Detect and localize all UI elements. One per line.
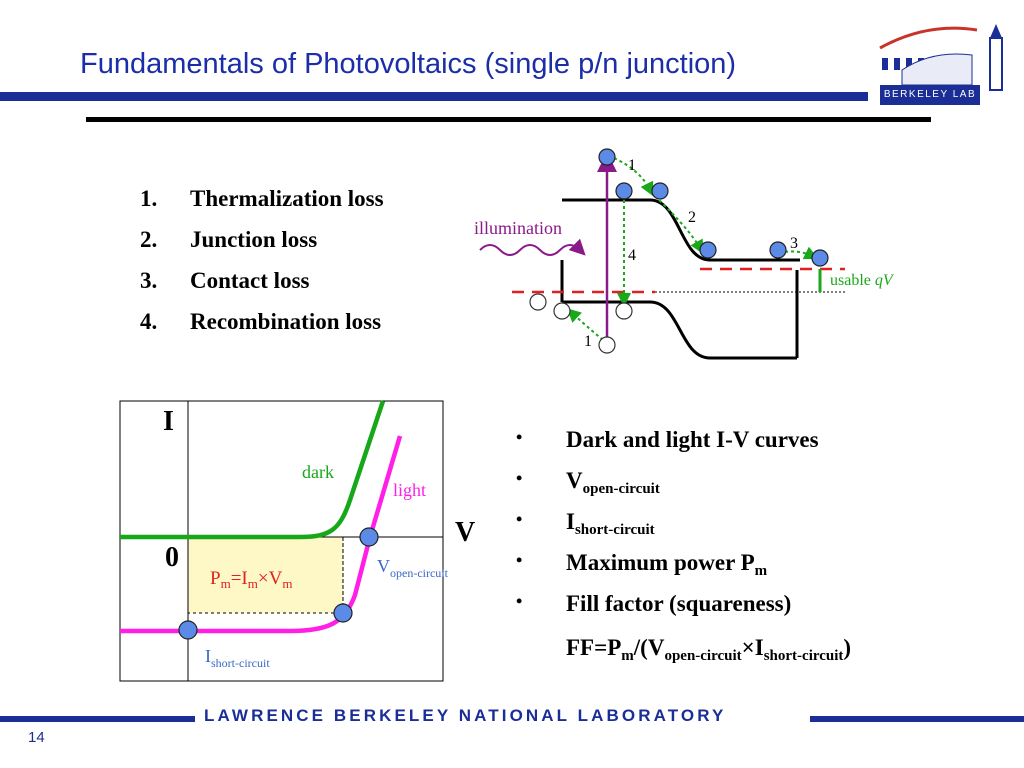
campanile-icon (989, 24, 1003, 91)
contact-path (784, 246, 819, 260)
hole-circle (598, 336, 616, 354)
light-label: light (393, 480, 426, 500)
hole-path (566, 308, 604, 341)
footer-line-right (810, 716, 1024, 722)
marker-1-top: 1 (628, 157, 636, 174)
dark-label: dark (302, 462, 334, 482)
logo-arches (882, 53, 973, 86)
conduction-band (562, 198, 800, 262)
junction-path (654, 195, 704, 255)
list-number: 4. (140, 309, 158, 334)
list-item: 3. Contact loss (140, 260, 384, 301)
max-power-label: Pm=Im×Vm (210, 568, 292, 591)
usable-qv-label: usable qV (830, 272, 895, 289)
list-item: 2. Junction loss (140, 219, 384, 260)
max-power-point (333, 603, 353, 623)
hole-circle (529, 293, 547, 311)
hole-circle (553, 302, 571, 320)
electron-circle (598, 148, 616, 166)
page-number: 14 (28, 729, 45, 746)
bullet-text: Vopen-circuit (566, 468, 660, 497)
illumination-arrow (479, 238, 586, 256)
list-label: Contact loss (190, 268, 310, 293)
marker-2: 2 (688, 209, 696, 226)
marker-4: 4 (628, 247, 636, 264)
bullet-dot: • (516, 509, 523, 529)
electron-circle (651, 182, 669, 200)
voc-label: Vopen-circuit (377, 556, 449, 580)
footer-lab-name: LAWRENCE BERKELEY NATIONAL LABORATORY (204, 706, 727, 725)
thermalization-path (613, 157, 654, 197)
bullet-dot: • (516, 591, 523, 611)
voc-point (359, 527, 379, 547)
header-bar (0, 92, 868, 101)
isc-label: Ishort-circuit (205, 646, 270, 670)
list-item: 4. Recombination loss (140, 301, 384, 342)
bullet-dot: • (516, 550, 523, 570)
list-item: 1. Thermalization loss (140, 178, 384, 219)
list-label: Thermalization loss (190, 186, 384, 211)
logo-text: BERKELEY LAB (880, 85, 980, 105)
list-number: 3. (140, 268, 158, 293)
electron-circle (811, 249, 829, 267)
list-number: 2. (140, 227, 158, 252)
list-label: Recombination loss (190, 309, 382, 334)
bullet-dot: • (516, 427, 523, 447)
origin-label: 0 (165, 542, 179, 573)
marker-1-bottom: 1 (584, 333, 592, 350)
isc-point (178, 620, 198, 640)
light-curve (120, 435, 403, 634)
marker-3: 3 (790, 235, 798, 252)
electron-circle (699, 241, 717, 259)
electron-circle (615, 182, 633, 200)
berkeley-lab-logo (879, 24, 1003, 91)
y-axis-label: I (163, 406, 174, 437)
list-number: 1. (140, 186, 158, 211)
band-diagram: illumination 1 2 3 4 1 usable qV (474, 148, 895, 360)
iv-plot: I V 0 dark light Pm=Im×Vm Vopen-circuit … (119, 400, 475, 682)
illumination-label: illumination (474, 218, 562, 238)
footer-line-left (0, 716, 195, 722)
bullet-text: Fill factor (squareness) (566, 591, 792, 616)
valence-band (562, 300, 797, 360)
bullet-text: Maximum power Pm (566, 550, 768, 579)
x-axis-label: V (455, 517, 475, 548)
bullet-text: Dark and light I-V curves (566, 427, 819, 452)
list-label: Junction loss (190, 227, 318, 252)
bullet-dot: • (516, 468, 523, 488)
hole-circle (615, 302, 633, 320)
loss-list: 1. Thermalization loss 2. Junction loss 3.… (140, 178, 384, 342)
bullet-text: Ishort-circuit (566, 509, 655, 538)
slide-title: Fundamentals of Photovoltaics (single p/… (80, 48, 737, 80)
title-underline (86, 117, 931, 122)
dark-curve (120, 400, 386, 540)
electron-circle (769, 241, 787, 259)
